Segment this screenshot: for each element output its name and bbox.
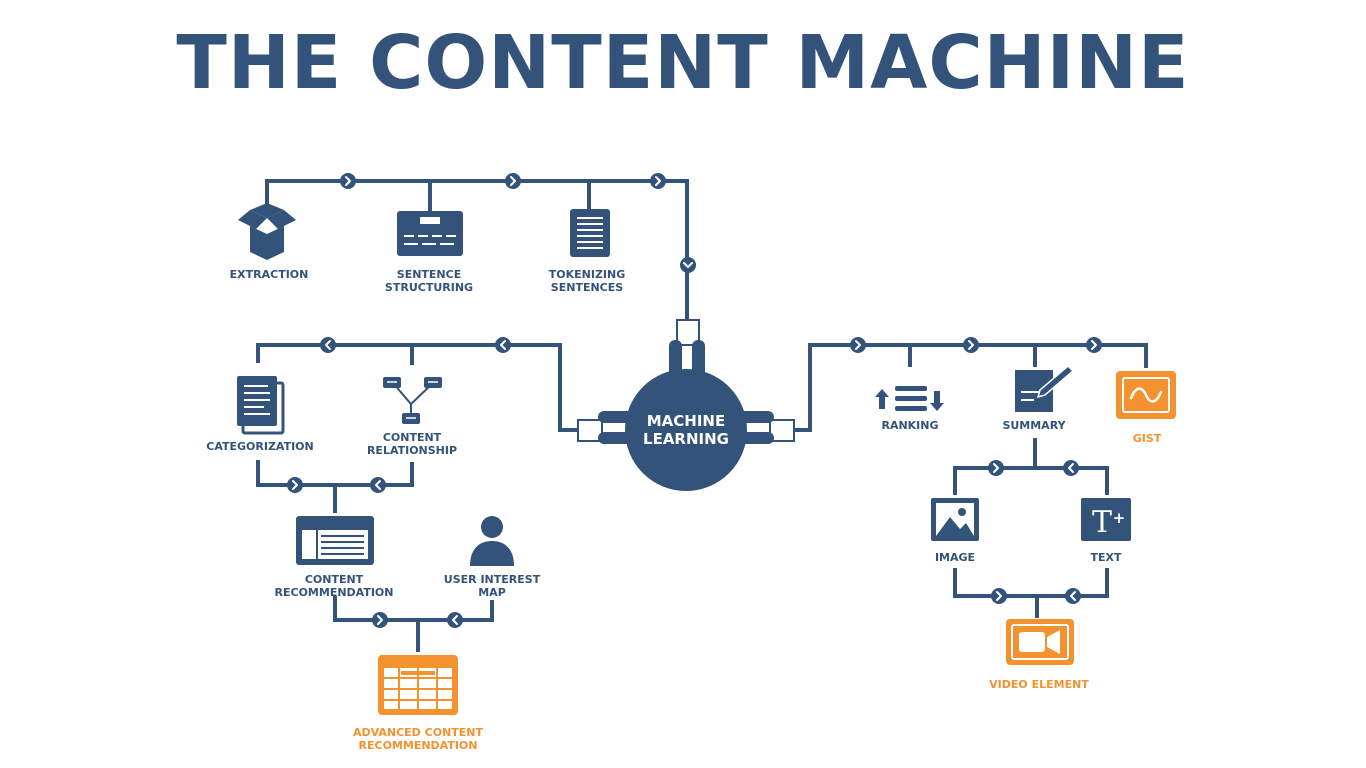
browser-window-icon xyxy=(296,516,374,565)
connector-lines xyxy=(256,179,1148,652)
svg-text:T: T xyxy=(1092,505,1112,540)
content-recommendation-label: CONTENT RECOMMENDATION xyxy=(274,573,394,599)
text-add-icon: T + xyxy=(1081,498,1131,541)
sort-arrows-icon xyxy=(875,386,944,411)
document-lines-icon xyxy=(570,209,610,257)
extraction-label: EXTRACTION xyxy=(229,268,309,281)
machine-learning-label: MACHINE LEARNING xyxy=(643,412,729,448)
card-icon xyxy=(397,211,463,256)
grid-window-icon xyxy=(378,655,458,715)
user-interest-map-label: USER INTEREST MAP xyxy=(443,573,541,599)
summary-label: SUMMARY xyxy=(1002,419,1066,432)
gist-label: GIST xyxy=(1132,432,1162,445)
picture-icon xyxy=(931,498,979,541)
tree-nodes-icon xyxy=(383,377,442,424)
video-element-label: VIDEO ELEMENT xyxy=(989,678,1089,691)
tokenizing-sentences-label: TOKENIZING SENTENCES xyxy=(548,268,626,294)
content-relationship-label: CONTENT RELATIONSHIP xyxy=(366,431,458,457)
wave-icon xyxy=(1116,371,1176,419)
image-label: IMAGE xyxy=(934,551,976,564)
documents-stack-icon xyxy=(237,376,285,435)
user-icon xyxy=(470,516,514,566)
edit-document-icon xyxy=(1015,364,1075,412)
video-camera-icon xyxy=(1006,619,1074,665)
text-label: TEXT xyxy=(1090,551,1122,564)
advanced-content-recommendation-label: ADVANCED CONTENT RECOMMENDATION xyxy=(352,726,484,752)
ranking-label: RANKING xyxy=(881,419,939,432)
page-title: THE CONTENT MACHINE xyxy=(176,20,1190,106)
categorization-label: CATEGORIZATION xyxy=(206,440,314,453)
machine-learning-hub xyxy=(577,319,795,491)
svg-text:+: + xyxy=(1113,509,1126,527)
open-box-icon xyxy=(238,203,296,260)
sentence-structuring-label: SENTENCE STRUCTURING xyxy=(384,268,474,294)
